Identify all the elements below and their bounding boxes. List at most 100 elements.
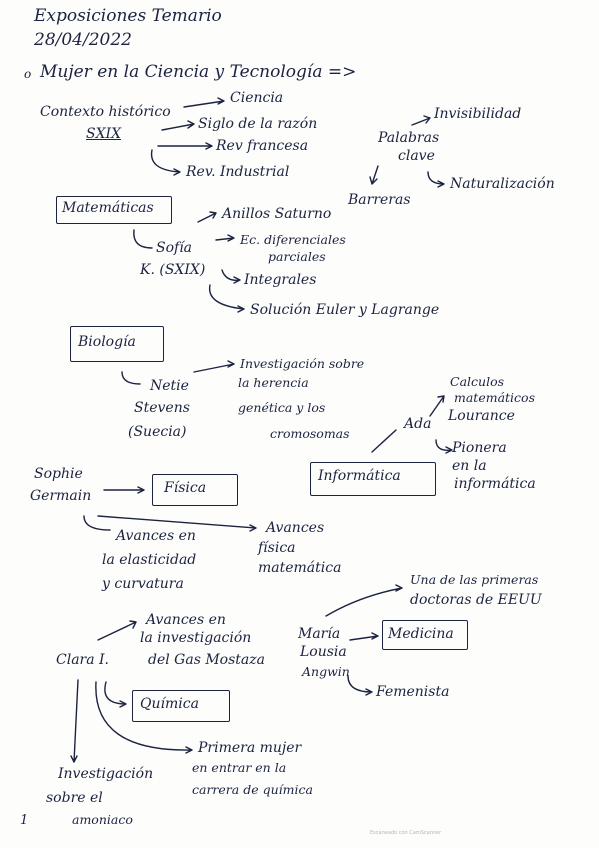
arrow-med-doctoras (325, 584, 403, 617)
medicine-box (382, 620, 468, 650)
physics-person-line1: Sophie (34, 466, 83, 482)
chemistry-label: Química (140, 696, 199, 712)
math-person-line1: Sofía (156, 240, 193, 256)
chemistry-note-line1: Avances en (146, 612, 226, 628)
arrow-math-ecuaciones (215, 234, 235, 242)
arrow-bio-investigacion (193, 360, 235, 373)
chemistry-item-primera: Primera mujer (198, 740, 302, 756)
math-item-integrales: Integrales (244, 272, 317, 288)
math-label: Matemáticas (62, 200, 154, 216)
informatics-label: Informática (318, 468, 401, 484)
chemistry-item-amoniaco: amoniaco (72, 812, 133, 827)
informatics-item-pionera: Pionera (452, 440, 507, 456)
topic-bullet: o (24, 67, 32, 81)
medicine-note-line1: Una de las primeras (410, 572, 539, 587)
arrow-kw-naturalizacion (427, 171, 445, 188)
context-item-ciencia: Ciencia (230, 90, 284, 106)
chemistry-item-sobre-el: sobre el (46, 790, 103, 806)
arrow-context-siglo (161, 120, 195, 131)
math-item-anillos: Anillos Saturno (222, 206, 332, 222)
medicine-person-line1: María (298, 626, 341, 642)
arrow-med-femenista (347, 675, 373, 696)
biology-person-line3: (Suecia) (128, 424, 187, 440)
keywords-label-line1: Palabras (378, 130, 440, 146)
curve-phys-avances (83, 515, 111, 531)
medicine-item-femenista: Femenista (376, 684, 450, 700)
physics-item-fisica: física (258, 540, 296, 556)
arrow-kw-invisibilidad (411, 115, 431, 126)
curve-math-sofia (133, 229, 153, 249)
biology-label: Biología (78, 334, 136, 350)
physics-item-avances-en: Avances en (116, 528, 196, 544)
informatics-person: Ada (404, 416, 432, 432)
biology-box (70, 326, 164, 362)
chemistry-note-line2: la investigación (140, 630, 252, 646)
scanner-footer: Escaneado con CamScanner (370, 830, 442, 836)
informatics-item-calculos: Calculos (450, 374, 505, 389)
arrow-med-medicina (349, 632, 379, 641)
chemistry-box (132, 690, 230, 722)
arrow-context-rev-francesa (157, 142, 213, 150)
physics-item-elasticidad: la elasticidad (102, 552, 197, 568)
arrow-kw-barreras (369, 165, 379, 185)
chemistry-item-en-entrar: en entrar en la (192, 760, 287, 775)
biology-person-line2: Stevens (134, 400, 190, 416)
biology-note-line2: la herencia (238, 375, 309, 390)
informatics-item-informatica: informática (454, 476, 536, 492)
biology-note-line1: Investigación sobre (240, 356, 365, 371)
math-box (56, 196, 172, 224)
curve-chem-quimica (104, 681, 127, 708)
context-label: Contexto histórico (40, 104, 171, 120)
arrow-math-anillos (197, 211, 217, 223)
chemistry-note-line3: del Gas Mostaza (148, 652, 265, 668)
page-number: 1 (20, 813, 29, 828)
arrow-chem-primera (95, 681, 193, 754)
notes-title: Exposiciones Temario (34, 6, 222, 26)
arrow-inf-calculos (429, 395, 445, 417)
arrow-math-integrales (221, 269, 241, 284)
math-item-ecuaciones: Ec. diferenciales (240, 232, 346, 247)
chemistry-person: Clara I. (56, 652, 110, 668)
chemistry-item-carrera: carrera de química (192, 782, 313, 797)
biology-note-line3: genética y los (238, 400, 326, 415)
arrow-math-euler (208, 284, 245, 313)
informatics-box (310, 462, 436, 496)
physics-label: Física (164, 480, 207, 496)
keyword-invisibilidad: Invisibilidad (434, 106, 522, 122)
physics-box (152, 474, 238, 506)
keyword-barreras: Barreras (348, 192, 411, 208)
physics-person-line2: Germain (30, 488, 92, 504)
math-item-euler: Solución Euler y Lagrange (250, 302, 440, 318)
context-item-rev-francesa: Rev francesa (216, 138, 309, 154)
context-century: SXIX (86, 126, 122, 142)
topic-heading: Mujer en la Ciencia y Tecnología => (40, 62, 357, 82)
informatics-item-en-la: en la (452, 458, 487, 474)
chemistry-item-investigacion: Investigación (58, 766, 154, 782)
arrow-context-rev-industrial (150, 149, 181, 176)
physics-item-curvatura: y curvatura (102, 576, 184, 592)
context-item-rev-industrial: Rev. Industrial (186, 164, 290, 180)
physics-item-avances: Avances (266, 520, 325, 536)
informatics-item-matematicos: matemáticos (454, 390, 535, 405)
context-item-siglo-razon: Siglo de la razón (198, 116, 318, 132)
math-person-line2: K. (SXIX) (140, 262, 206, 278)
medicine-label: Medicina (388, 626, 454, 642)
arrow-inf-ada (371, 429, 397, 453)
arrow-phys-germain (103, 486, 145, 494)
physics-item-matematica: matemática (258, 560, 342, 576)
math-item-parciales: parciales (268, 249, 326, 264)
arrow-phys-matematica (97, 515, 257, 532)
medicine-person-line2: Lousia (300, 644, 347, 660)
notes-date: 28/04/2022 (34, 30, 132, 50)
medicine-person-line3: Angwin (302, 664, 350, 679)
arrow-chem-avances (97, 620, 137, 641)
arrow-chem-amoniaco (70, 679, 79, 763)
biology-person-line1: Netie (150, 378, 189, 394)
arrow-inf-pionera (435, 439, 453, 454)
curve-bio-netie (121, 371, 141, 385)
arrow-context-ciencia (183, 97, 225, 108)
informatics-item-lourance: Lourance (448, 408, 515, 424)
medicine-note-line2: doctoras de EEUU (410, 592, 542, 608)
